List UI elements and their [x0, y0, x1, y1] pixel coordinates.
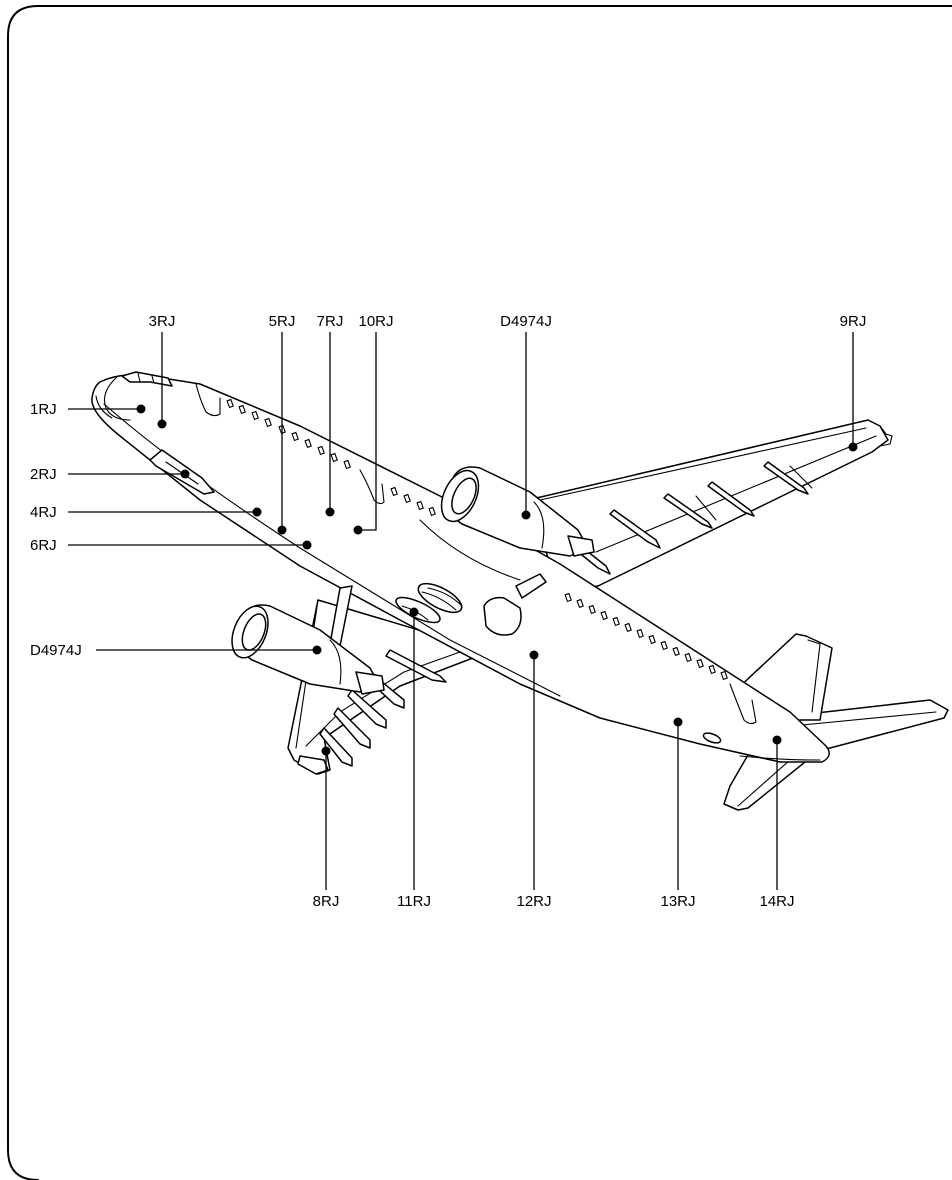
- callout-points: [136, 404, 858, 756]
- point-8RJ: [321, 746, 331, 756]
- label-4RJ: 4RJ: [30, 504, 57, 521]
- right-fairing: [483, 596, 522, 636]
- point-14RJ: [772, 735, 782, 745]
- label-10RJ: 10RJ: [358, 313, 393, 330]
- label-6RJ: 6RJ: [30, 537, 57, 554]
- point-5RJ: [277, 525, 287, 535]
- point-13RJ: [673, 717, 683, 727]
- callout-labels: 1RJ 2RJ 3RJ 4RJ 5RJ 6RJ 7RJ 8RJ 9RJ 10RJ…: [30, 313, 866, 910]
- point-11RJ: [409, 607, 419, 617]
- label-8RJ: 8RJ: [313, 893, 340, 910]
- point-1RJ: [136, 404, 146, 414]
- page-frame: [7, 5, 952, 1180]
- point-3RJ: [157, 419, 167, 429]
- left-engine: [231, 604, 385, 695]
- label-5RJ: 5RJ: [269, 313, 296, 330]
- label-13RJ: 13RJ: [660, 893, 695, 910]
- point-6RJ: [302, 540, 312, 550]
- cabin-windows-aft: [564, 592, 728, 681]
- label-11RJ: 11RJ: [397, 893, 431, 910]
- label-14RJ: 14RJ: [759, 893, 794, 910]
- right-engine: [440, 466, 595, 557]
- fuselage: [91, 371, 830, 763]
- label-1RJ: 1RJ: [30, 401, 57, 418]
- label-9RJ: 9RJ: [840, 313, 867, 330]
- label-D4974J-right: D4974J: [500, 313, 552, 330]
- point-D4974J-left: [312, 645, 322, 655]
- right-wing: [527, 419, 893, 593]
- point-7RJ: [325, 507, 335, 517]
- label-2RJ: 2RJ: [30, 466, 57, 483]
- callout-leaders: [68, 332, 854, 890]
- point-4RJ: [252, 507, 262, 517]
- point-9RJ: [848, 442, 858, 452]
- label-12RJ: 12RJ: [516, 893, 551, 910]
- point-D4974J-right: [521, 510, 531, 520]
- aircraft-illustration: [91, 371, 949, 811]
- point-10RJ: [353, 525, 363, 535]
- right-pylon: [515, 573, 547, 599]
- aft-access-panel: [702, 732, 722, 744]
- label-7RJ: 7RJ: [317, 313, 344, 330]
- point-12RJ: [529, 650, 539, 660]
- label-D4974J-left: D4974J: [30, 642, 82, 659]
- point-2RJ: [180, 469, 190, 479]
- label-3RJ: 3RJ: [149, 313, 176, 330]
- leader-10RJ: [358, 332, 377, 531]
